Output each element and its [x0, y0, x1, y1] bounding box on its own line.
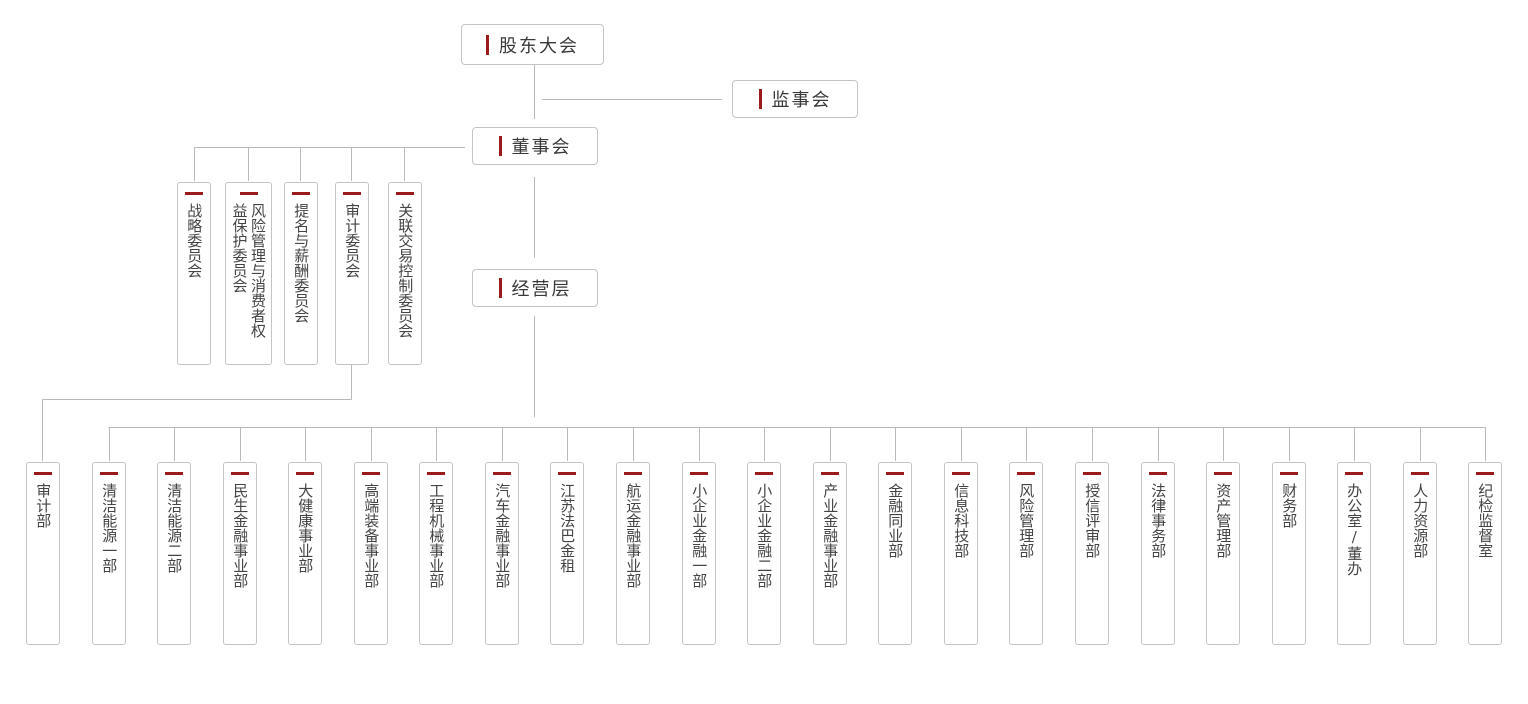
department-box: 大健康事业部 [288, 462, 322, 645]
department-box: 人力资源部 [1403, 462, 1437, 645]
accent-marker [886, 472, 904, 475]
dept-label: 纪检监督室 [1476, 483, 1495, 558]
dept-label: 江苏法巴金租 [558, 483, 577, 573]
committee-label: 审计委员会 [343, 203, 362, 278]
shareholders-meeting-box: 股东大会 [461, 24, 604, 65]
dept-label: 人力资源部 [1411, 483, 1430, 558]
accent-marker [34, 472, 52, 475]
department-box: 授信评审部 [1075, 462, 1109, 645]
accent-marker [231, 472, 249, 475]
dept-label: 小企业金融一部 [690, 483, 709, 588]
accent-marker [362, 472, 380, 475]
accent-marker [690, 472, 708, 475]
accent-marker [1083, 472, 1101, 475]
accent-marker [952, 472, 970, 475]
accent-marker [1017, 472, 1035, 475]
committee-label: 风险管理与消费者权益保护委员会 [230, 203, 268, 338]
dept-label: 航运金融事业部 [624, 483, 643, 588]
department-box: 产业金融事业部 [813, 462, 847, 645]
accent-marker [1214, 472, 1232, 475]
accent-marker [498, 136, 502, 156]
department-box: 民生金融事业部 [223, 462, 257, 645]
department-box: 江苏法巴金租 [550, 462, 584, 645]
dept-label: 法律事务部 [1149, 483, 1168, 558]
department-box: 法律事务部 [1141, 462, 1175, 645]
board-of-directors-label: 董事会 [511, 137, 572, 158]
department-box: 信息科技部 [944, 462, 978, 645]
dept-label: 审计部 [34, 483, 53, 528]
supervisory-board-box: 监事会 [732, 80, 858, 118]
accent-marker [493, 472, 511, 475]
committee-risk-consumer: 风险管理与消费者权益保护委员会 [225, 182, 272, 365]
accent-marker [427, 472, 445, 475]
department-box: 小企业金融二部 [747, 462, 781, 645]
accent-marker [165, 472, 183, 475]
accent-marker [292, 192, 310, 195]
committee-label: 关联交易控制委员会 [396, 203, 415, 338]
dept-label: 民生金融事业部 [231, 483, 250, 588]
dept-label: 清洁能源二部 [165, 483, 184, 573]
dept-label: 工程机械事业部 [427, 483, 446, 588]
accent-marker [396, 192, 414, 195]
dept-label: 小企业金融二部 [755, 483, 774, 588]
committee-related-transactions: 关联交易控制委员会 [388, 182, 422, 365]
department-box: 高端装备事业部 [354, 462, 388, 645]
department-box: 航运金融事业部 [616, 462, 650, 645]
accent-marker [296, 472, 314, 475]
accent-marker [486, 34, 489, 55]
department-box: 风险管理部 [1009, 462, 1043, 645]
accent-marker [1280, 472, 1298, 475]
committee-nomination-remuneration: 提名与薪酬委员会 [284, 182, 318, 365]
shareholders-meeting-label: 股东大会 [499, 35, 579, 57]
dept-label: 办公室/董办 [1345, 483, 1364, 576]
department-box: 工程机械事业部 [419, 462, 453, 645]
accent-marker [498, 278, 502, 298]
committee-label: 提名与薪酬委员会 [292, 203, 311, 323]
department-box: 资产管理部 [1206, 462, 1240, 645]
department-box: 清洁能源一部 [92, 462, 126, 645]
accent-marker [1476, 472, 1494, 475]
accent-marker [1411, 472, 1429, 475]
management-box: 经营层 [472, 269, 598, 307]
dept-label: 大健康事业部 [296, 483, 315, 573]
dept-label: 汽车金融事业部 [493, 483, 512, 588]
dept-label: 金融同业部 [886, 483, 905, 558]
accent-marker [624, 472, 642, 475]
dept-label: 资产管理部 [1214, 483, 1233, 558]
dept-label: 产业金融事业部 [821, 483, 840, 588]
accent-marker [1149, 472, 1167, 475]
department-box: 办公室/董办 [1337, 462, 1371, 645]
committee-strategy: 战略委员会 [177, 182, 211, 365]
dept-label: 高端装备事业部 [362, 483, 381, 588]
management-label: 经营层 [511, 279, 572, 300]
dept-label: 清洁能源一部 [100, 483, 119, 573]
dept-audit: 审计部 [26, 462, 60, 645]
dept-label: 风险管理部 [1017, 483, 1036, 558]
committee-audit: 审计委员会 [335, 182, 369, 365]
department-box: 汽车金融事业部 [485, 462, 519, 645]
dept-label: 授信评审部 [1083, 483, 1102, 558]
dept-label: 财务部 [1280, 483, 1299, 528]
accent-marker [343, 192, 361, 195]
dept-label: 信息科技部 [952, 483, 971, 558]
department-box: 纪检监督室 [1468, 462, 1502, 645]
accent-marker [185, 192, 203, 195]
board-of-directors-box: 董事会 [472, 127, 598, 165]
department-box: 小企业金融一部 [682, 462, 716, 645]
accent-marker [755, 472, 773, 475]
accent-marker [100, 472, 118, 475]
accent-marker [239, 192, 258, 195]
supervisory-board-label: 监事会 [771, 90, 832, 111]
committee-label: 战略委员会 [185, 203, 204, 278]
accent-marker [758, 89, 762, 109]
department-box: 金融同业部 [878, 462, 912, 645]
accent-marker [1345, 472, 1363, 475]
department-box: 清洁能源二部 [157, 462, 191, 645]
accent-marker [558, 472, 576, 475]
department-box: 财务部 [1272, 462, 1306, 645]
accent-marker [821, 472, 839, 475]
